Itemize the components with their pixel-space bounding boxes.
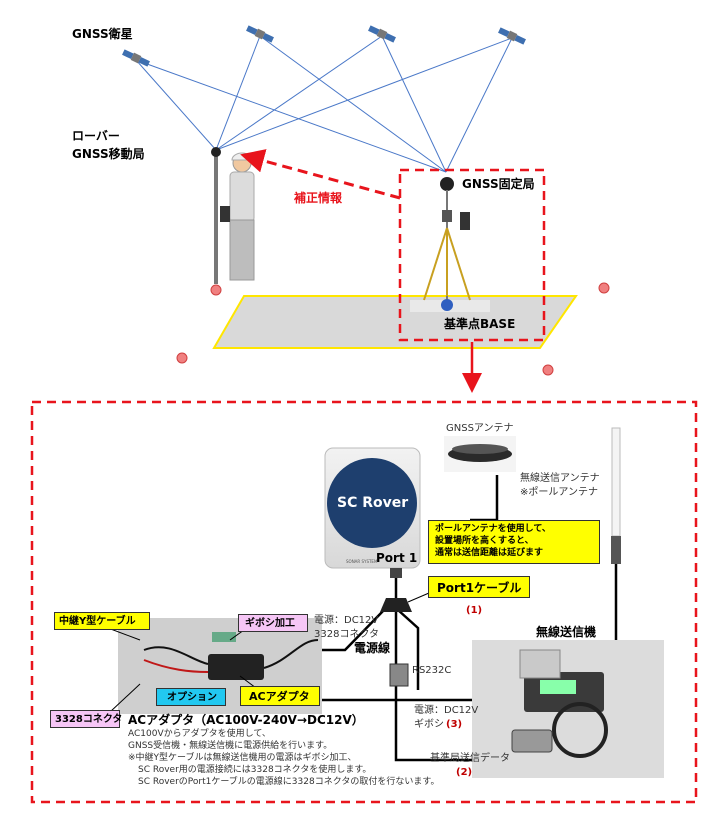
pole-note-line-1: ポールアンテナを使用して、 bbox=[435, 524, 551, 534]
option-badge: オプション bbox=[156, 688, 226, 706]
equipment-frame bbox=[30, 400, 698, 804]
radio-antenna-label-2: ※ポールアンテナ bbox=[520, 487, 598, 498]
power-line-label: 電源線 bbox=[354, 641, 391, 655]
rs232c-connector bbox=[389, 663, 409, 687]
gnss-antenna-icon bbox=[444, 436, 516, 472]
connector-3328-label: 3328コネクタ bbox=[314, 629, 380, 640]
radio-transmitter-photo bbox=[472, 640, 664, 778]
correction-arrow bbox=[240, 149, 401, 200]
pole-note-line-2: 設置場所を高くすると、 bbox=[435, 536, 534, 546]
sc-rover-device bbox=[324, 447, 421, 578]
device-title: SC Rover bbox=[337, 495, 409, 511]
base-tripod bbox=[423, 177, 471, 311]
gibosi-callout: ギボシ加工 bbox=[238, 614, 308, 632]
power-dc12v-label-2: 電源：DC12V bbox=[414, 705, 479, 716]
ac-description-line-3: ※中継Y型ケーブルは無線送信機用の電源はギボシ加工、 bbox=[128, 753, 357, 763]
power-dc12v-label: 電源：DC12V bbox=[314, 615, 379, 626]
gibosi-label-2: ギボシ bbox=[414, 719, 444, 730]
base-data-label: 基準局送信データ bbox=[430, 753, 510, 764]
satellite-icon bbox=[122, 49, 150, 67]
survey-points bbox=[176, 282, 610, 376]
satellites-label: GNSS衛星 bbox=[72, 27, 133, 41]
number-3: (3) bbox=[446, 719, 463, 730]
connector-3328-callout: 3328コネクタ bbox=[50, 710, 122, 728]
ac-description-line-5: SC RoverのPort1ケーブルの電源線に3328コネクタの取付を行ないます… bbox=[138, 777, 440, 787]
ac-description-line-1: AC100Vからアダプタを使用して、 bbox=[128, 729, 271, 739]
base-station-label: GNSS固定局 bbox=[462, 177, 535, 191]
satellite-icon bbox=[246, 25, 274, 43]
satellite-icon bbox=[368, 25, 396, 43]
port1-connector bbox=[380, 598, 412, 612]
ac-description-line-2: GNSS受信機・無線送信機に電源供給を行います。 bbox=[128, 741, 333, 751]
ac-description-line-4: SC Rover用の電源接続には3328コネクタを使用します。 bbox=[138, 765, 372, 775]
ac-adapter-callout: ACアダプタ bbox=[240, 686, 320, 706]
radio-pole-antenna bbox=[611, 427, 621, 564]
pole-antenna-note: ポールアンテナを使用して、 設置場所を高くすると、 通常は送信距離は延びます bbox=[428, 520, 600, 564]
number-2: (2) bbox=[456, 767, 473, 778]
radio-transmitter-label: 無線送信機 bbox=[536, 625, 597, 639]
base-point-label: 基準点BASE bbox=[444, 317, 516, 331]
correction-label: 補正情報 bbox=[294, 191, 343, 205]
base-station-box bbox=[398, 168, 546, 342]
relay-cable-callout: 中継Y型ケーブル bbox=[54, 612, 150, 630]
rs232c-label: RS232C bbox=[412, 665, 452, 676]
satellite-icon bbox=[498, 27, 526, 45]
pole-note-line-3: 通常は送信距離は延びます bbox=[435, 548, 544, 558]
gnss-antenna-label: GNSSアンテナ bbox=[446, 423, 514, 434]
rover-surveyor-figure bbox=[211, 147, 255, 284]
number-1: (1) bbox=[466, 605, 483, 616]
device-small-text: SONAR SYSTEM bbox=[346, 559, 378, 564]
rover-label-1: ローバー bbox=[72, 129, 120, 143]
rover-label-2: GNSS移動局 bbox=[72, 147, 145, 161]
port1-cable-callout: Port1ケーブル bbox=[428, 576, 530, 598]
radio-antenna-label-1: 無線送信アンテナ bbox=[520, 473, 600, 484]
satellite-links bbox=[135, 35, 513, 173]
port-label: Port 1 bbox=[376, 551, 418, 565]
ac-description-heading: ACアダプタ（AC100V-240V→DC12V） bbox=[128, 713, 364, 727]
